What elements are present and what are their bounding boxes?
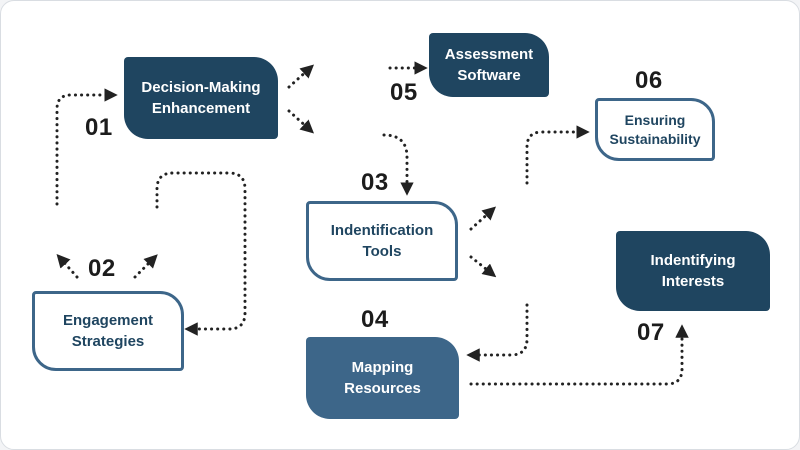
step-04-number: 04 — [361, 306, 389, 333]
step-03-label: Indentification Tools — [330, 222, 434, 260]
connector-01-up — [287, 64, 315, 89]
connector-into-03 — [382, 133, 414, 196]
step-07-number: 07 — [637, 319, 665, 346]
connector-into-04 — [466, 303, 529, 362]
step-01-number: 01 — [85, 114, 113, 141]
connector-01-down — [287, 109, 315, 134]
step-07-label: Indentifying Interests — [650, 252, 736, 290]
step-05-box: Assessment Software — [429, 33, 549, 97]
connector-into-02 — [155, 171, 247, 336]
step-06-box: Ensuring Sustainability — [595, 98, 715, 161]
step-04-label: Mapping Resources — [344, 359, 421, 397]
step-02-label: Engagement Strategies — [62, 312, 153, 350]
step-05-label: Assessment Software — [444, 46, 534, 84]
step-04-box: Mapping Resources — [306, 337, 459, 419]
connector-02-right — [133, 254, 158, 279]
connector-03-up — [469, 206, 497, 231]
step-07-box: Indentifying Interests — [616, 231, 770, 311]
step-01-label: Decision-Making Enhancement — [141, 79, 261, 117]
step-05-number: 05 — [390, 79, 418, 106]
connector-02-left — [56, 253, 79, 279]
step-06-label: Ensuring Sustainability — [609, 111, 701, 147]
connector-04-to-07 — [469, 324, 689, 386]
step-01-box: Decision-Making Enhancement — [124, 57, 278, 139]
connector-03-down — [469, 255, 497, 278]
step-02-number: 02 — [88, 255, 116, 282]
connector-into-01 — [55, 88, 118, 206]
step-03-number: 03 — [361, 169, 389, 196]
step-02-box: Engagement Strategies — [32, 291, 184, 371]
step-06-number: 06 — [635, 67, 663, 94]
step-03-box: Indentification Tools — [306, 201, 458, 281]
connector-into-06 — [525, 125, 590, 185]
